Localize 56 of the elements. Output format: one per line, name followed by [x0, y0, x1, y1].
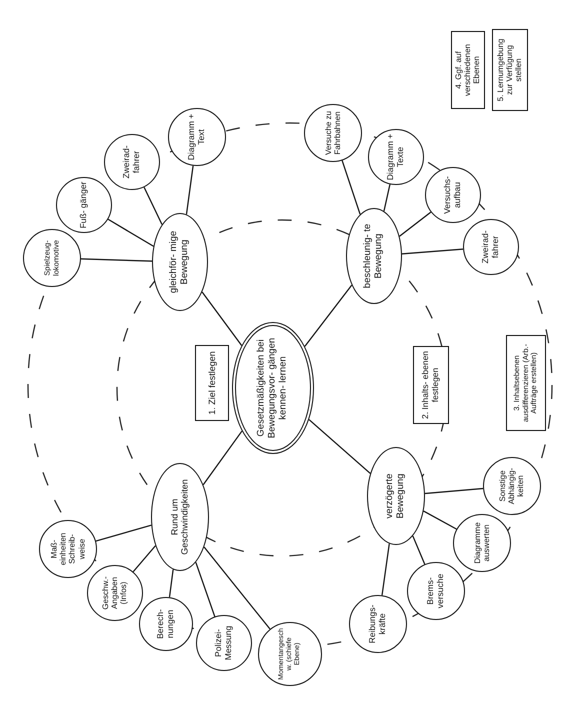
connector-line — [202, 292, 242, 346]
connector-line — [144, 186, 163, 225]
connector-line — [96, 524, 152, 542]
topic-label: Brems- versuche — [426, 572, 446, 610]
topic-label: 4. Ggf. auf verschiedenen Ebenen — [454, 42, 482, 98]
topic-ellipse — [139, 597, 193, 651]
connector-line — [304, 284, 352, 347]
topic-label: Versuche zu Fahrbahnen — [324, 110, 342, 158]
topic-label: 5. Lernumgebung zur Verfügung stellen — [496, 38, 524, 104]
topic-label: beschleunig- te Bewegung — [363, 222, 385, 290]
topic-label: Geschw.- Angaben (Infos) — [101, 575, 129, 612]
connector-line — [399, 212, 432, 237]
topic-ellipse — [407, 562, 465, 620]
connector-line — [132, 545, 156, 572]
topic-ellipse — [56, 177, 112, 233]
connector-line — [342, 160, 361, 215]
connector-line — [423, 510, 457, 530]
topic-label: Zweirad- fahrer — [122, 144, 142, 181]
topic-label: Rund um Geschwindigkeiten — [170, 478, 190, 557]
topic-label: Diagramme auswerten — [472, 521, 492, 566]
connector-line — [424, 488, 484, 494]
topic-label: Diagramm + Texte — [386, 133, 406, 181]
step-box — [506, 335, 546, 431]
connector-line — [402, 248, 464, 254]
connector-line — [80, 258, 152, 262]
topic-label: Maß- einheiten Schreib- weise — [50, 532, 86, 568]
topic-label: 1. Ziel festlegen — [206, 350, 218, 417]
connector-line — [202, 430, 242, 486]
step-box — [451, 31, 485, 109]
topic-label: Polizei- Messung — [214, 624, 234, 662]
connector-line — [381, 544, 390, 596]
connector-line — [108, 218, 154, 247]
connector-line — [186, 166, 194, 214]
topic-label: Berech- nungen — [156, 608, 176, 641]
connector-line — [168, 569, 174, 598]
step-box — [413, 346, 449, 424]
connector-line — [308, 419, 371, 474]
topic-label: Versuchs- aufbau — [443, 175, 463, 216]
topic-label: Diagramm + Text — [187, 112, 207, 162]
step-box — [195, 345, 229, 421]
connector-line — [383, 184, 391, 212]
topic-label: Reibungs- kräfte — [368, 604, 388, 646]
topic-label: gleichför- mige Bewegung — [169, 230, 191, 296]
topic-label: Zweirad- fahrer — [481, 229, 501, 266]
connector-line — [204, 546, 270, 630]
topic-label: Fuß- gänger — [79, 181, 89, 229]
connector-line — [412, 536, 426, 564]
topic-ellipse — [453, 514, 511, 572]
topic-label: Sonstige Abhängig- keiten — [498, 466, 526, 506]
topic-ellipse — [425, 167, 481, 223]
topic-ellipse — [87, 565, 143, 621]
topic-label: 2. Inhalts- ebenen festlegen — [421, 350, 441, 420]
connector-line — [195, 562, 216, 617]
topic-label: Gesetzmäßigkeiten bei Bewegungsvor- gängen kennen- lernen — [256, 336, 290, 440]
topic-label: verzögerte Bewegung — [385, 472, 407, 520]
step-box — [492, 29, 528, 111]
